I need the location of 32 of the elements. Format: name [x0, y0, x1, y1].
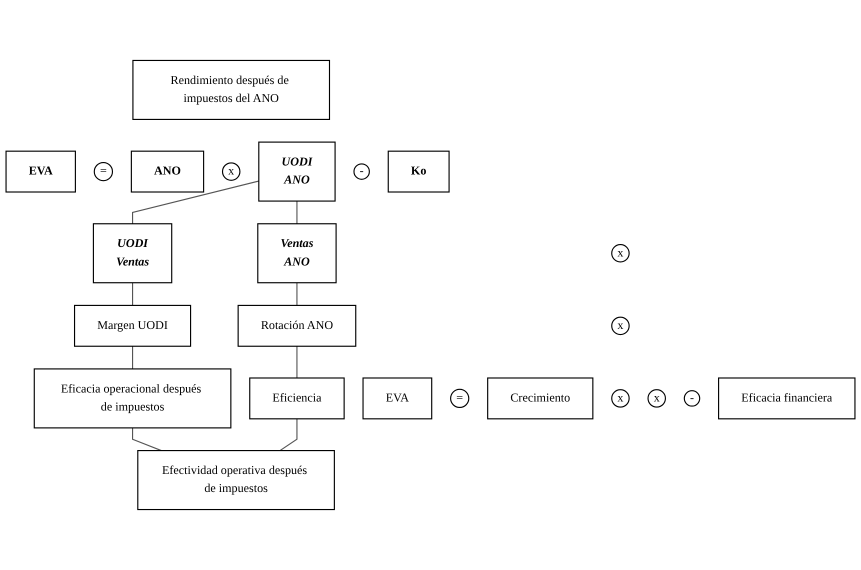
connector: [132, 428, 162, 452]
node-box: Ventas ANO: [257, 223, 337, 284]
node-circle: x: [611, 316, 630, 336]
node-box: Rendimiento después de impuestos del ANO: [132, 60, 330, 120]
node-box: ANO: [130, 150, 204, 193]
node-box: UODI Ventas: [92, 223, 172, 284]
node-box: Eficacia operacional después de impuestos: [34, 368, 232, 428]
node-circle: =: [94, 162, 114, 182]
node-box: Ko: [388, 150, 450, 193]
connector: [296, 201, 298, 224]
node-circle: x: [611, 389, 630, 408]
node-circle: -: [353, 163, 370, 180]
node-box: Eficacia financiera: [718, 377, 856, 420]
node-box: Margen UODI: [74, 304, 192, 347]
connector: [132, 282, 134, 306]
node-box: EVA: [362, 377, 432, 420]
connector: [296, 346, 298, 378]
node-box: Crecimiento: [487, 377, 594, 420]
node-circle: x: [647, 389, 666, 408]
connector: [132, 346, 134, 369]
connector: [280, 418, 298, 452]
node-box: Rotación ANO: [238, 304, 356, 347]
node-box: Eficiencia: [249, 377, 345, 420]
node-box: UODI ANO: [258, 142, 336, 202]
connector: [296, 282, 298, 306]
connector: [132, 180, 259, 224]
node-box: Efectividad operativa después de impuestos: [137, 450, 335, 510]
node-circle: =: [450, 388, 470, 408]
node-circle: -: [684, 390, 700, 407]
node-circle: x: [222, 162, 240, 181]
node-circle: x: [611, 244, 630, 262]
node-box: EVA: [5, 150, 76, 193]
